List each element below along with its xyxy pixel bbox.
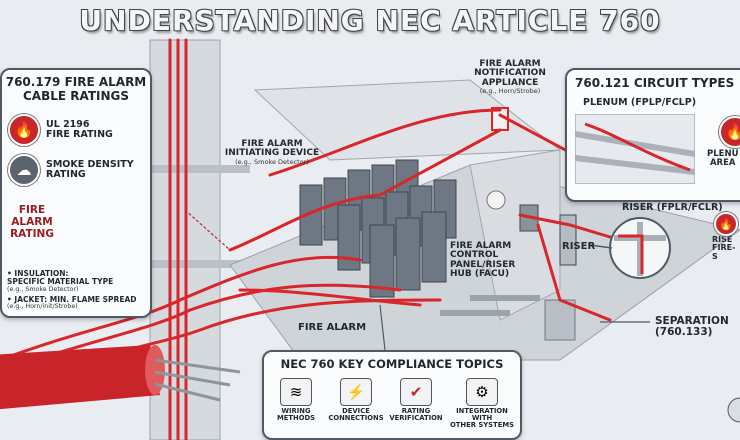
initiating-device-label: FIRE ALARM INITIATING DEVICE (e.g., Smok… (224, 139, 320, 166)
plenum-label: PLENUM (FPLP/FCLP) (583, 97, 697, 108)
notification-appliance-label: FIRE ALARM NOTIFICATION APPLIANCE (e.g.,… (474, 59, 546, 96)
facu-label: FIRE ALARM CONTROL PANEL/RISER HUB (FACU… (450, 241, 516, 280)
gear-network-icon: ⚙ (466, 378, 498, 406)
compliance-panel-title: NEC 760 KEY COMPLIANCE TOPICS (280, 357, 504, 371)
jacket-bullet: • JACKET: MIN. FLAME SPREAD (e.g., Horn/… (7, 295, 137, 311)
wiring-icon: ≋ (280, 378, 312, 406)
plenum-area-label: PLENU AREA (707, 149, 739, 168)
flame-icon: 🔥 (8, 114, 40, 146)
office-desks (440, 295, 576, 341)
corner-magnifier (727, 397, 740, 423)
circuit-types-panel: 760.121 CIRCUIT TYPES PLENUM (FPLP/FCLP)… (565, 68, 740, 202)
cable-ratings-panel: 760.179 FIRE ALARM CABLE RATINGS 🔥 UL 21… (0, 68, 152, 318)
riser-fplr-label: RISER (FPLR/FCLR) (622, 202, 723, 213)
insulation-bullet: • INSULATION: SPECIFIC MATERIAL TYPE (e.… (7, 269, 114, 293)
circuit-panel-title: 760.121 CIRCUIT TYPES (575, 76, 735, 90)
plug-icon: ⚡ (340, 378, 372, 406)
riser-hub (559, 214, 577, 266)
page-title: UNDERSTANDING NEC ARTICLE 760 (79, 4, 661, 37)
plenum-detail (575, 114, 695, 184)
riser-fire-label: RISE FIRE-S (712, 235, 736, 261)
cable-bundle (0, 345, 241, 410)
ratings-panel-title: 760.179 FIRE ALARM CABLE RATINGS (5, 75, 147, 103)
fire-alarm-label: FIRE ALARM (298, 322, 367, 333)
smoke-icon: ☁ (8, 154, 40, 186)
separation-label: SEPARATION (760.133) (655, 315, 729, 339)
riser-fire-icon: 🔥 (714, 212, 738, 236)
riser-label: RISER (562, 241, 596, 252)
checklist-icon: ✔ (400, 378, 432, 406)
fire-alarm-rating-label: FIRE ALARM RATING (10, 204, 54, 241)
plenum-flame-icon: 🔥 (719, 116, 740, 148)
smoke-detector (486, 190, 506, 210)
leader-line-rating (184, 209, 231, 251)
